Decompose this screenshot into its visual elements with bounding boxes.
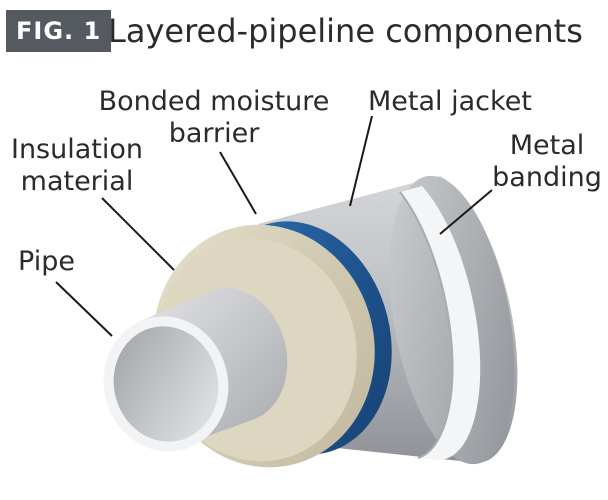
metal-banding (399, 186, 481, 460)
figure-badge: FIG. 1 (6, 10, 112, 52)
label-insulation-line2: material (20, 166, 134, 197)
label-bonded-line2: barrier (168, 118, 260, 149)
label-metal-banding: Metal banding (486, 130, 608, 194)
label-metal-jacket-text: Metal jacket (368, 86, 532, 117)
label-bonded-line1: Bonded moisture (98, 86, 330, 117)
label-pipe-text: Pipe (18, 246, 75, 277)
label-bonded-moisture-barrier: Bonded moisture barrier (94, 86, 334, 150)
leader-line-insulation (101, 197, 175, 271)
label-insulation-material: Insulation material (2, 134, 152, 198)
leader-line-metal-banding (439, 189, 493, 235)
label-banding-line2: banding (492, 162, 602, 193)
leader-line-pipe (55, 281, 113, 337)
label-pipe: Pipe (18, 246, 75, 278)
label-metal-jacket: Metal jacket (368, 86, 532, 118)
label-insulation-line1: Insulation (10, 134, 144, 165)
pipe (103, 288, 288, 452)
figure-title: Layered-pipeline components (108, 12, 583, 50)
label-banding-line1: Metal (509, 130, 585, 161)
leader-line-bonded-barrier (219, 151, 257, 215)
leader-line-metal-jacket (349, 115, 373, 207)
